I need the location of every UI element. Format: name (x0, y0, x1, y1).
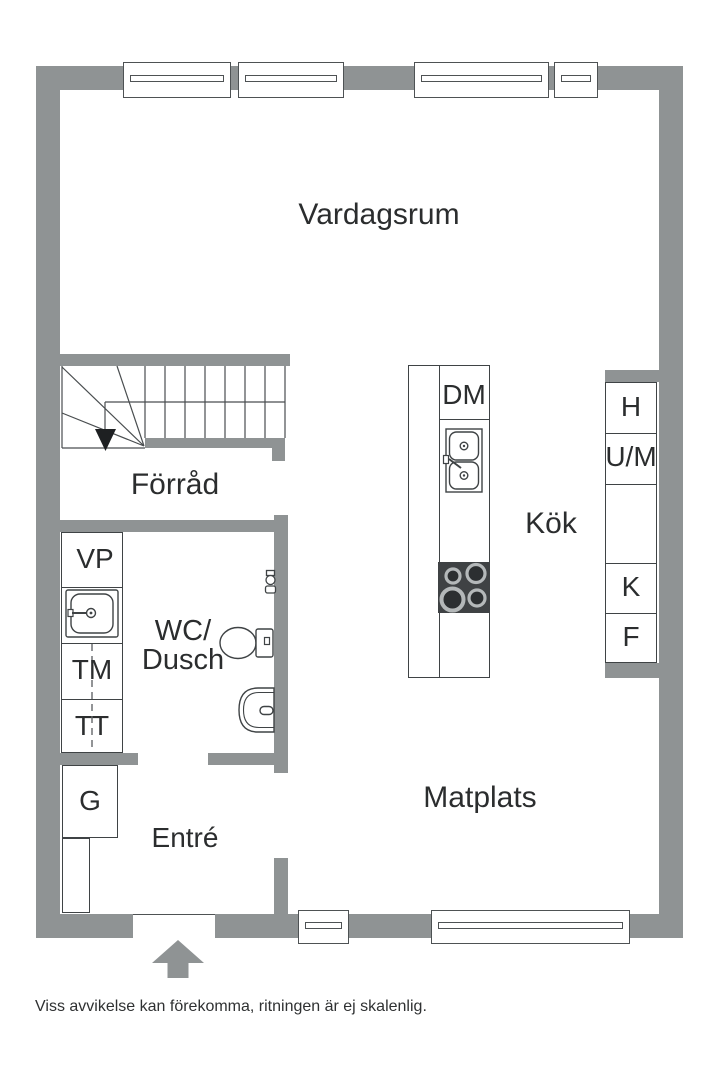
wall-wc-right (274, 515, 288, 773)
wall-entry-stub (274, 858, 288, 914)
wall-kitchen-stub-bottom (605, 663, 659, 678)
room-label-living: Vardagsrum (298, 198, 460, 231)
wall-wc-bottom-right (208, 753, 277, 765)
box-divider (606, 563, 656, 564)
appliance-label-tm: TM (71, 654, 113, 685)
box-divider (606, 613, 656, 614)
wall-storage-bottom (60, 520, 274, 532)
window-sash (130, 75, 224, 82)
wardrobe-box (62, 765, 118, 838)
box-divider (62, 587, 122, 588)
window-sash (245, 75, 337, 82)
wc-label-line2: Dusch (141, 644, 225, 676)
wall-kitchen-stub-top (605, 370, 659, 382)
entry-cabinet-box (62, 838, 90, 913)
appliance-label-dm: DM (442, 379, 486, 410)
room-label-entry: Entré (151, 822, 219, 853)
appliance-label-k: K (621, 571, 641, 602)
window-sash (438, 922, 623, 929)
island-divider (439, 366, 440, 677)
appliance-label-h: H (620, 391, 642, 422)
wall-right (659, 88, 683, 938)
appliance-label-vp: VP (76, 543, 114, 574)
kitchen-island (408, 365, 490, 678)
wall-wc-bottom-left (60, 753, 138, 765)
box-divider (62, 699, 122, 700)
tall-cabinet-column (605, 382, 657, 663)
entry-door-opening (133, 914, 215, 938)
dishwasher-divider (439, 419, 489, 420)
box-divider (606, 433, 656, 434)
appliance-label-g: G (79, 785, 101, 816)
room-label-storage: Förråd (130, 468, 220, 501)
window (414, 62, 549, 98)
window-sash (421, 75, 542, 82)
room-label-dining: Matplats (423, 781, 537, 814)
washbasin-icon (238, 687, 275, 733)
window (123, 62, 231, 98)
box-divider (62, 643, 122, 644)
window (238, 62, 344, 98)
appliance-label-um: U/M (605, 441, 657, 472)
wc-label-line1: WC/ (154, 615, 212, 647)
toilet-icon (219, 626, 274, 660)
wall-stair-strip-end (272, 448, 285, 461)
room-label-wc: WC/ Dusch (142, 617, 224, 675)
stair-direction-arrow-icon (95, 429, 116, 451)
wall-stair-top (60, 354, 290, 366)
room-label-kitchen: Kök (525, 507, 577, 540)
window-sash (305, 922, 342, 929)
entrance-arrow-icon (152, 940, 204, 978)
disclaimer-caption: Viss avvikelse kan förekomma, ritningen … (35, 998, 427, 1015)
wall-stair-strip (145, 438, 285, 448)
appliance-label-tt: TT (74, 710, 110, 741)
box-divider (606, 484, 656, 485)
window-sash (561, 75, 591, 82)
window (298, 910, 349, 944)
appliance-label-f: F (622, 621, 640, 652)
window (554, 62, 598, 98)
window (431, 910, 630, 944)
wall-left (36, 66, 60, 938)
